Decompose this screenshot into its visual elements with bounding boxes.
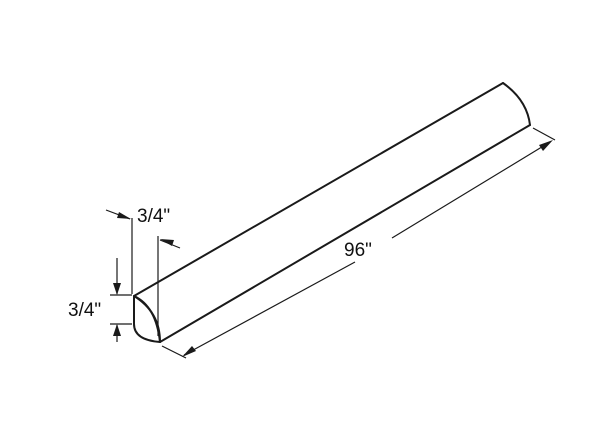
far-end-curve	[502, 82, 531, 126]
length-arrow-near	[182, 346, 196, 357]
bottom-edge	[159, 124, 531, 343]
height-dimension: 3/4"	[68, 258, 132, 342]
top-edge	[133, 82, 504, 297]
width-dimension: 3/4"	[105, 206, 181, 336]
height-arrow-bottom	[113, 324, 121, 336]
height-label: 3/4"	[68, 300, 101, 321]
length-dimension-line-lower	[183, 261, 356, 356]
molding-body	[133, 82, 531, 343]
length-dimension-line-upper	[391, 141, 551, 239]
length-extension-far	[532, 127, 556, 141]
width-arrow-right	[160, 239, 174, 246]
height-arrow-top	[113, 283, 121, 295]
width-arrow-left	[117, 212, 131, 219]
end-face-profile	[133, 295, 161, 343]
length-extension-near	[161, 345, 187, 359]
end-face-arc	[133, 295, 161, 343]
length-dimension: 96"	[161, 127, 556, 359]
length-label: 96"	[344, 240, 372, 261]
length-arrow-far	[539, 140, 553, 151]
width-label: 3/4"	[137, 206, 170, 227]
